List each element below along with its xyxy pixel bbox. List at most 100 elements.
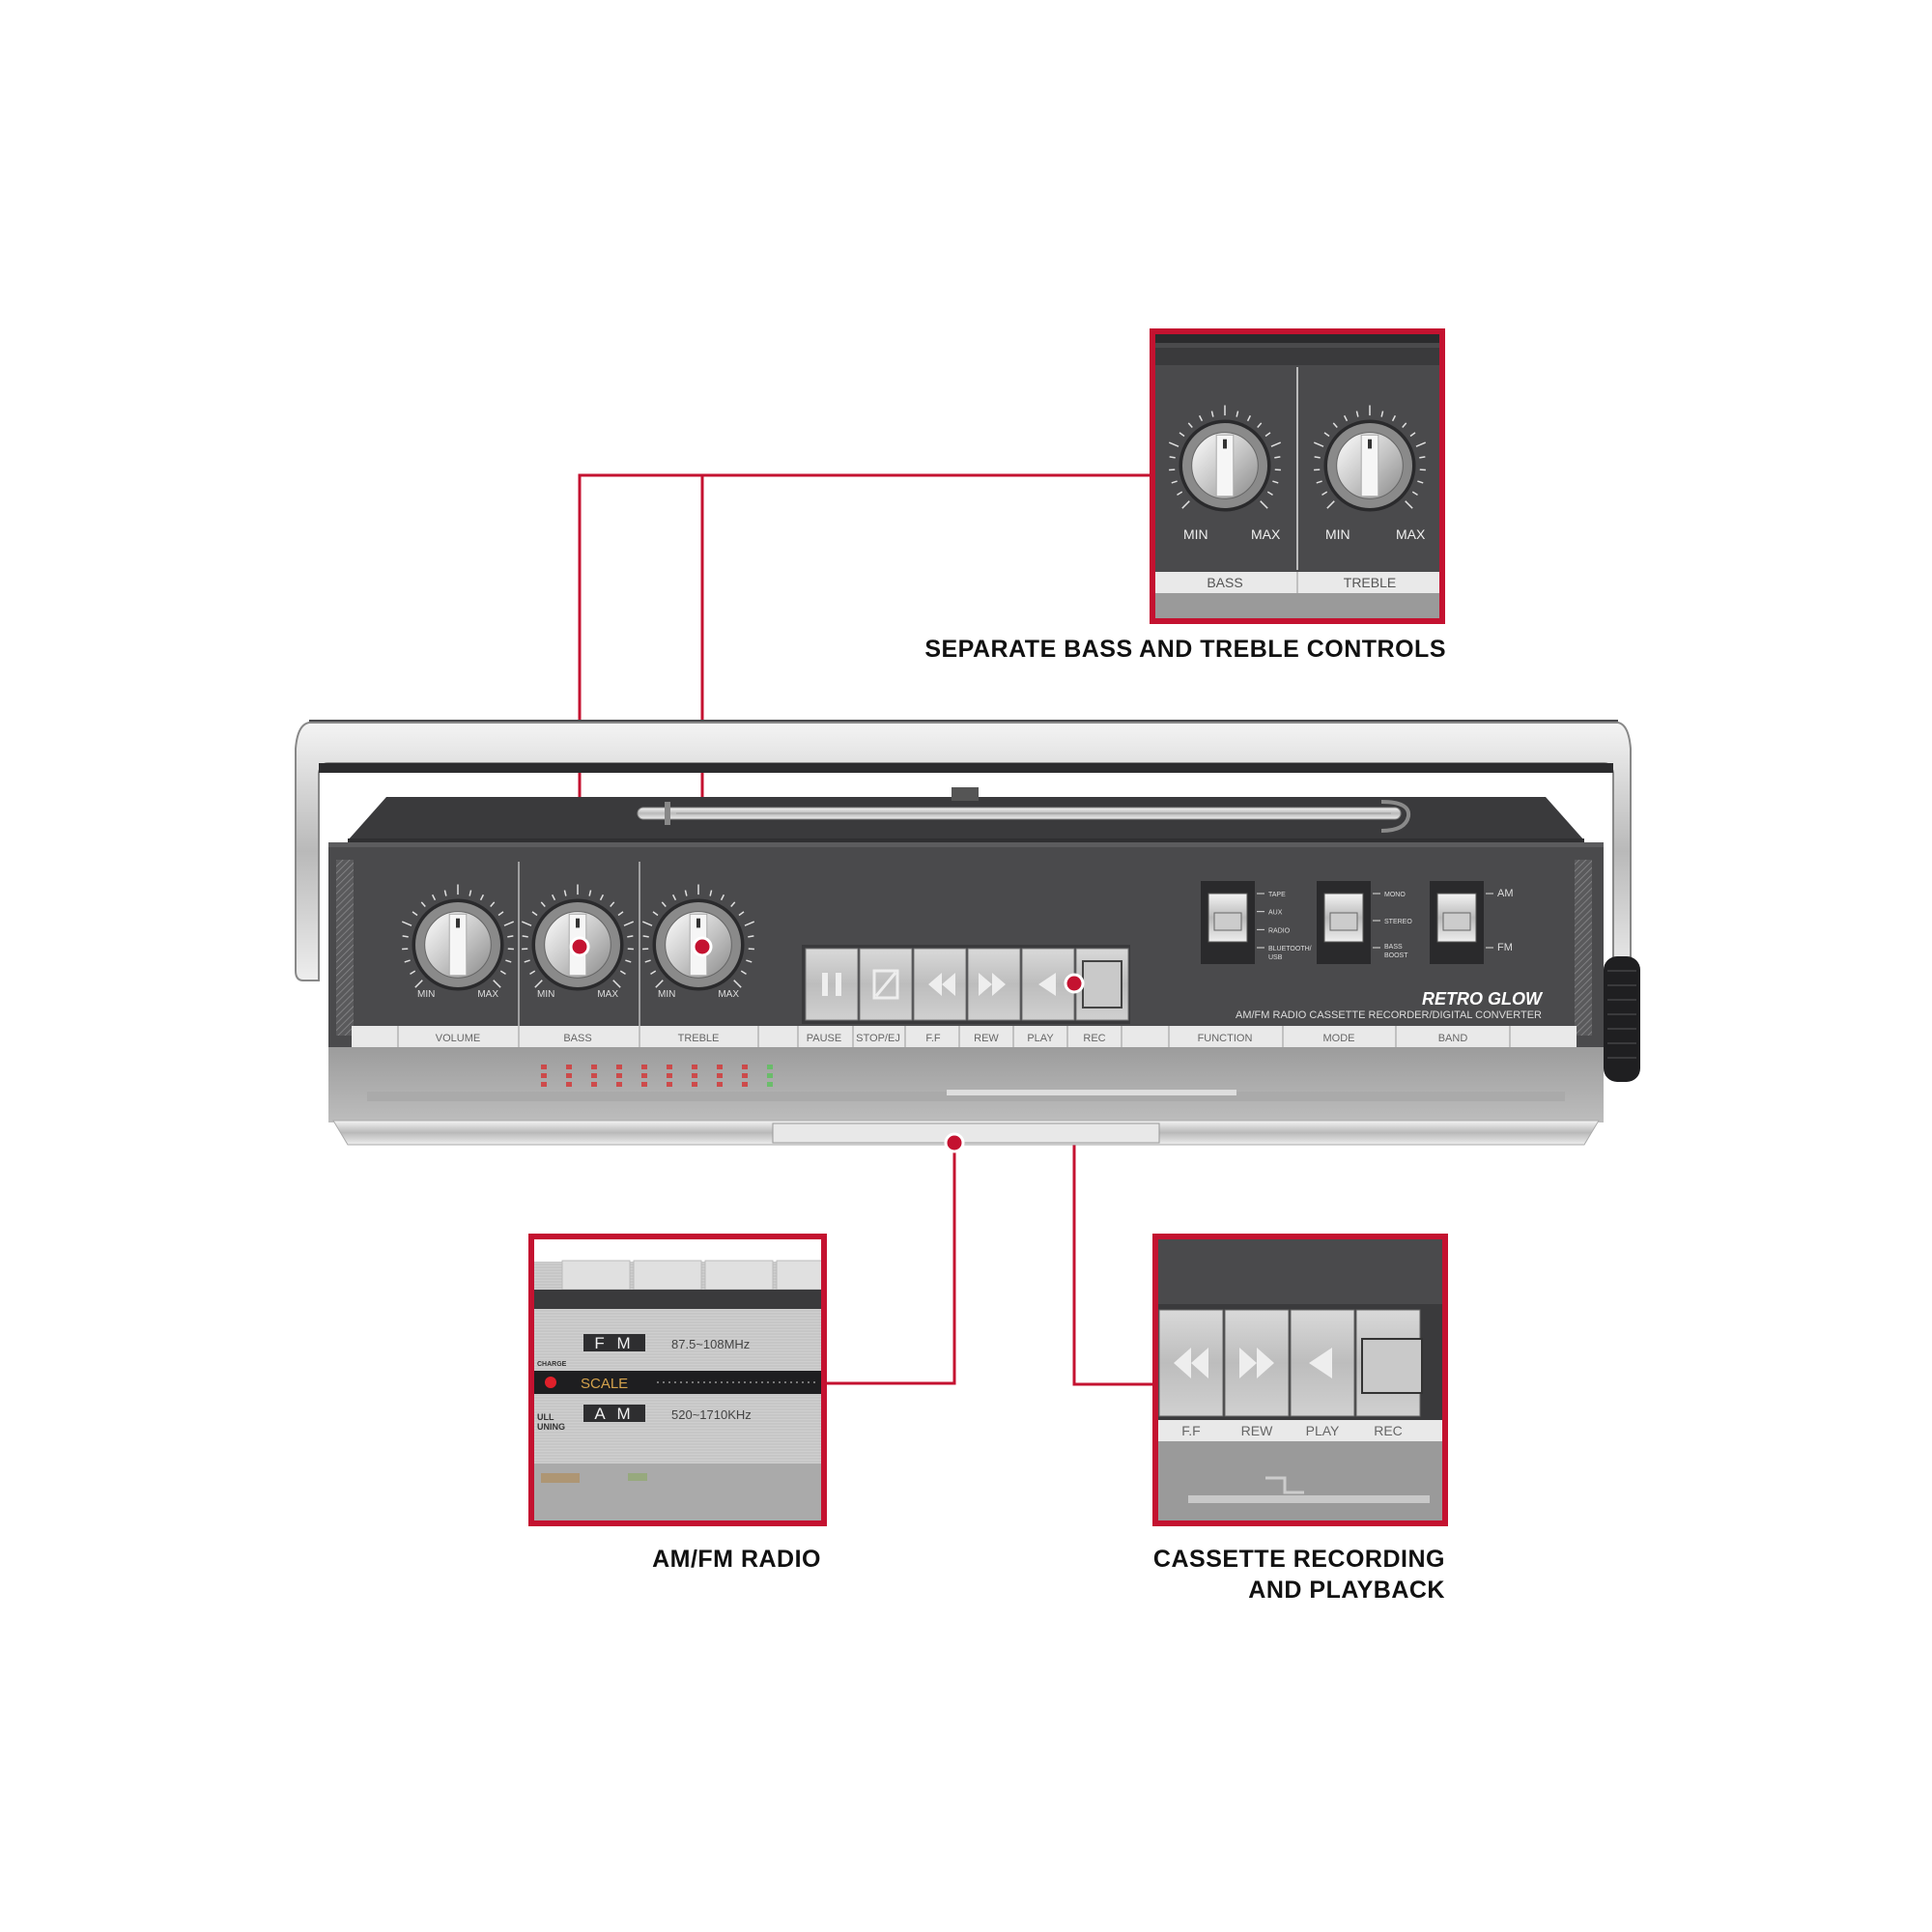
zoom-cassette-label-play: PLAY bbox=[1306, 1423, 1340, 1438]
zoom-cassette-label-rew: REW bbox=[1241, 1423, 1273, 1438]
caption-am-fm-radio: AM/FM RADIO bbox=[652, 1546, 821, 1573]
switch-option-label: FM bbox=[1497, 942, 1513, 953]
led-segment bbox=[591, 1082, 597, 1087]
strip-label-volume: VOLUME bbox=[436, 1033, 480, 1044]
knob-min-label: MIN bbox=[417, 989, 435, 1000]
knob-min-label: MIN bbox=[537, 989, 554, 1000]
callout-markers bbox=[569, 936, 1085, 1153]
led-segment bbox=[692, 1082, 697, 1087]
caption-cassette-line2: AND PLAYBACK bbox=[1248, 1577, 1445, 1604]
led-segment bbox=[742, 1082, 748, 1087]
cassette-stop-button bbox=[859, 948, 913, 1021]
led-segment bbox=[742, 1065, 748, 1069]
led-segment bbox=[641, 1082, 647, 1087]
led-segment bbox=[767, 1073, 773, 1078]
zoom-fm-range: 87.5~108MHz bbox=[671, 1337, 750, 1351]
zoom-treble-knob bbox=[1313, 405, 1427, 512]
led-meter bbox=[541, 1065, 773, 1087]
strip-label-band: BAND bbox=[1438, 1033, 1468, 1044]
switch-option-label: STEREO bbox=[1384, 919, 1412, 925]
led-segment bbox=[641, 1065, 647, 1069]
switch-option-label: BASS bbox=[1384, 944, 1403, 951]
led-segment bbox=[667, 1065, 672, 1069]
zoom-treble-min: MIN bbox=[1325, 526, 1350, 542]
zoom-scale-label: SCALE bbox=[581, 1376, 628, 1392]
knob-max-label: MAX bbox=[597, 989, 618, 1000]
knob-max-label: MAX bbox=[477, 989, 498, 1000]
switch-option-label: AM bbox=[1497, 888, 1514, 899]
led-segment bbox=[717, 1073, 723, 1078]
switch-option-label: AUX bbox=[1268, 910, 1283, 917]
strip-label-rew: REW bbox=[974, 1033, 999, 1044]
zoom-cassette-label-ff: F.F bbox=[1181, 1423, 1200, 1438]
caption-cassette-line1: CASSETTE RECORDING bbox=[1152, 1546, 1445, 1573]
zoom-play-button bbox=[1290, 1309, 1355, 1417]
zoom-am-label: A M bbox=[594, 1405, 634, 1423]
brand-logo: RETRO GLOW bbox=[1422, 989, 1544, 1009]
switch-option-label: TAPE bbox=[1268, 892, 1286, 898]
led-segment bbox=[742, 1073, 748, 1078]
led-segment bbox=[717, 1065, 723, 1069]
led-segment bbox=[692, 1065, 697, 1069]
selector-switches: TAPE AUX RADIO BLUETOOTH/USB MONO STEREO BASSB… bbox=[1201, 881, 1514, 964]
tuning-knob bbox=[1604, 956, 1640, 1082]
switch-option-label: USB bbox=[1268, 954, 1283, 961]
zoom-fm-label: F M bbox=[594, 1334, 634, 1352]
cassette-rew-button bbox=[913, 948, 967, 1021]
led-segment bbox=[541, 1082, 547, 1087]
strip-label-play: PLAY bbox=[1027, 1033, 1054, 1044]
cassette-ff-button bbox=[967, 948, 1021, 1021]
zoom-treble-max: MAX bbox=[1396, 526, 1426, 542]
function-switch: TAPE AUX RADIO BLUETOOTH/USB bbox=[1201, 881, 1312, 964]
caption-cassette: CASSETTE RECORDING AND PLAYBACK bbox=[1043, 1544, 1445, 1605]
knob-max-label: MAX bbox=[718, 989, 739, 1000]
zoom-charge-label: CHARGE bbox=[537, 1361, 567, 1368]
strip-label-mode: MODE bbox=[1323, 1033, 1355, 1044]
led-segment bbox=[616, 1073, 622, 1078]
zoom-bass-label: BASS bbox=[1207, 575, 1242, 590]
zoom-bass-max: MAX bbox=[1251, 526, 1281, 542]
zoom-radio: F M 87.5~108MHz CHARGE SCALE A M 520~171… bbox=[528, 1234, 827, 1526]
zoom-am-range: 520~1710KHz bbox=[671, 1407, 752, 1422]
volume-knob bbox=[401, 884, 515, 991]
led-segment bbox=[616, 1082, 622, 1087]
led-segment bbox=[616, 1065, 622, 1069]
led-segment bbox=[541, 1065, 547, 1069]
led-segment bbox=[541, 1073, 547, 1078]
left-grille bbox=[336, 860, 354, 1036]
led-segment bbox=[566, 1073, 572, 1078]
led-segment bbox=[566, 1082, 572, 1087]
led-segment bbox=[566, 1065, 572, 1069]
switch-option-label: BLUETOOTH/ bbox=[1268, 946, 1312, 952]
zoom-rew-button bbox=[1158, 1309, 1224, 1417]
right-grille bbox=[1575, 860, 1592, 1036]
tuning-window bbox=[328, 1047, 1604, 1122]
strip-label-treble: TREBLE bbox=[678, 1033, 720, 1044]
zoom-bass-treble: MIN MAX MIN MAX BASS TREBLE bbox=[1150, 328, 1445, 624]
brand-subtitle: AM/FM RADIO CASSETTE RECORDER/DIGITAL CO… bbox=[1236, 1009, 1542, 1021]
strip-label-stopej: STOP/EJ bbox=[856, 1033, 900, 1044]
switch-option-label: BOOST bbox=[1384, 952, 1408, 959]
led-segment bbox=[667, 1082, 672, 1087]
boombox: MIN MAX MIN MAX MIN MAX TAPE AUX RADIO BLUETOOTH… bbox=[295, 720, 1640, 1146]
caption-bass-treble: SEPARATE BASS AND TREBLE CONTROLS bbox=[924, 636, 1446, 663]
led-segment bbox=[767, 1082, 773, 1087]
led-segment bbox=[591, 1073, 597, 1078]
zoom-cassette-label-rec: REC bbox=[1374, 1423, 1403, 1438]
switch-option-label: RADIO bbox=[1268, 927, 1291, 934]
switch-option-label: MONO bbox=[1384, 892, 1406, 898]
knob-min-label: MIN bbox=[658, 989, 675, 1000]
cassette-pause-button bbox=[805, 948, 859, 1021]
strip-label-pause: PAUSE bbox=[807, 1033, 841, 1044]
band-switch: AM FM bbox=[1430, 881, 1514, 964]
led-segment bbox=[641, 1073, 647, 1078]
antenna bbox=[637, 787, 1411, 833]
led-segment bbox=[692, 1073, 697, 1078]
strip-label-rec: REC bbox=[1083, 1033, 1105, 1044]
zoom-cassette: F.F REW PLAY REC bbox=[1152, 1234, 1448, 1526]
zoom-rec-button bbox=[1355, 1309, 1423, 1417]
zoom-bass-min: MIN bbox=[1183, 526, 1208, 542]
